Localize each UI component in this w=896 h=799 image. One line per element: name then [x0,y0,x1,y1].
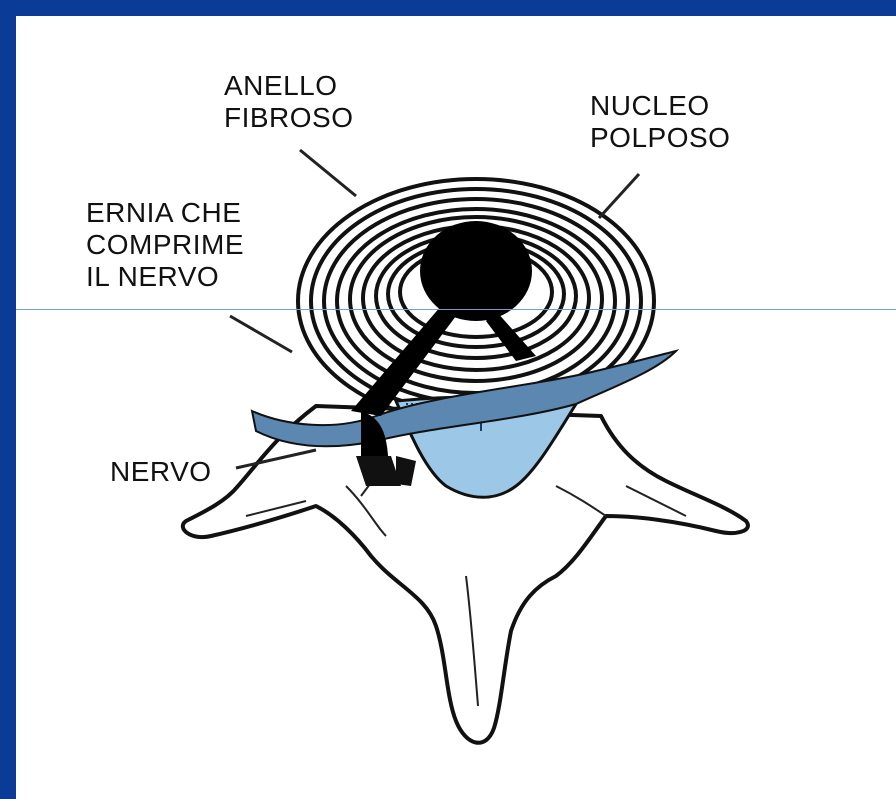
label-anello-fibroso: ANELLO FIBROSO [224,70,354,134]
slide-canvas: ANELLO FIBROSO NUCLEO POLPOSO ERNIA CHE … [16,16,896,799]
label-ernia: ERNIA CHE COMPRIME IL NERVO [86,197,244,293]
label-line: POLPOSO [590,122,730,154]
herniated-disc-illustration [16,16,896,799]
label-line: ANELLO [224,70,354,102]
label-line: NERVO [110,456,212,488]
label-line: ERNIA CHE [86,197,244,229]
label-line: FIBROSO [224,102,354,134]
label-nucleo-polposo: NUCLEO POLPOSO [590,90,730,154]
label-line: NUCLEO [590,90,730,122]
label-nervo: NERVO [110,456,212,488]
label-line: IL NERVO [86,261,244,293]
slide-divider-line [16,309,896,310]
compressed-nerve-area [356,456,416,486]
label-line: COMPRIME [86,229,244,261]
